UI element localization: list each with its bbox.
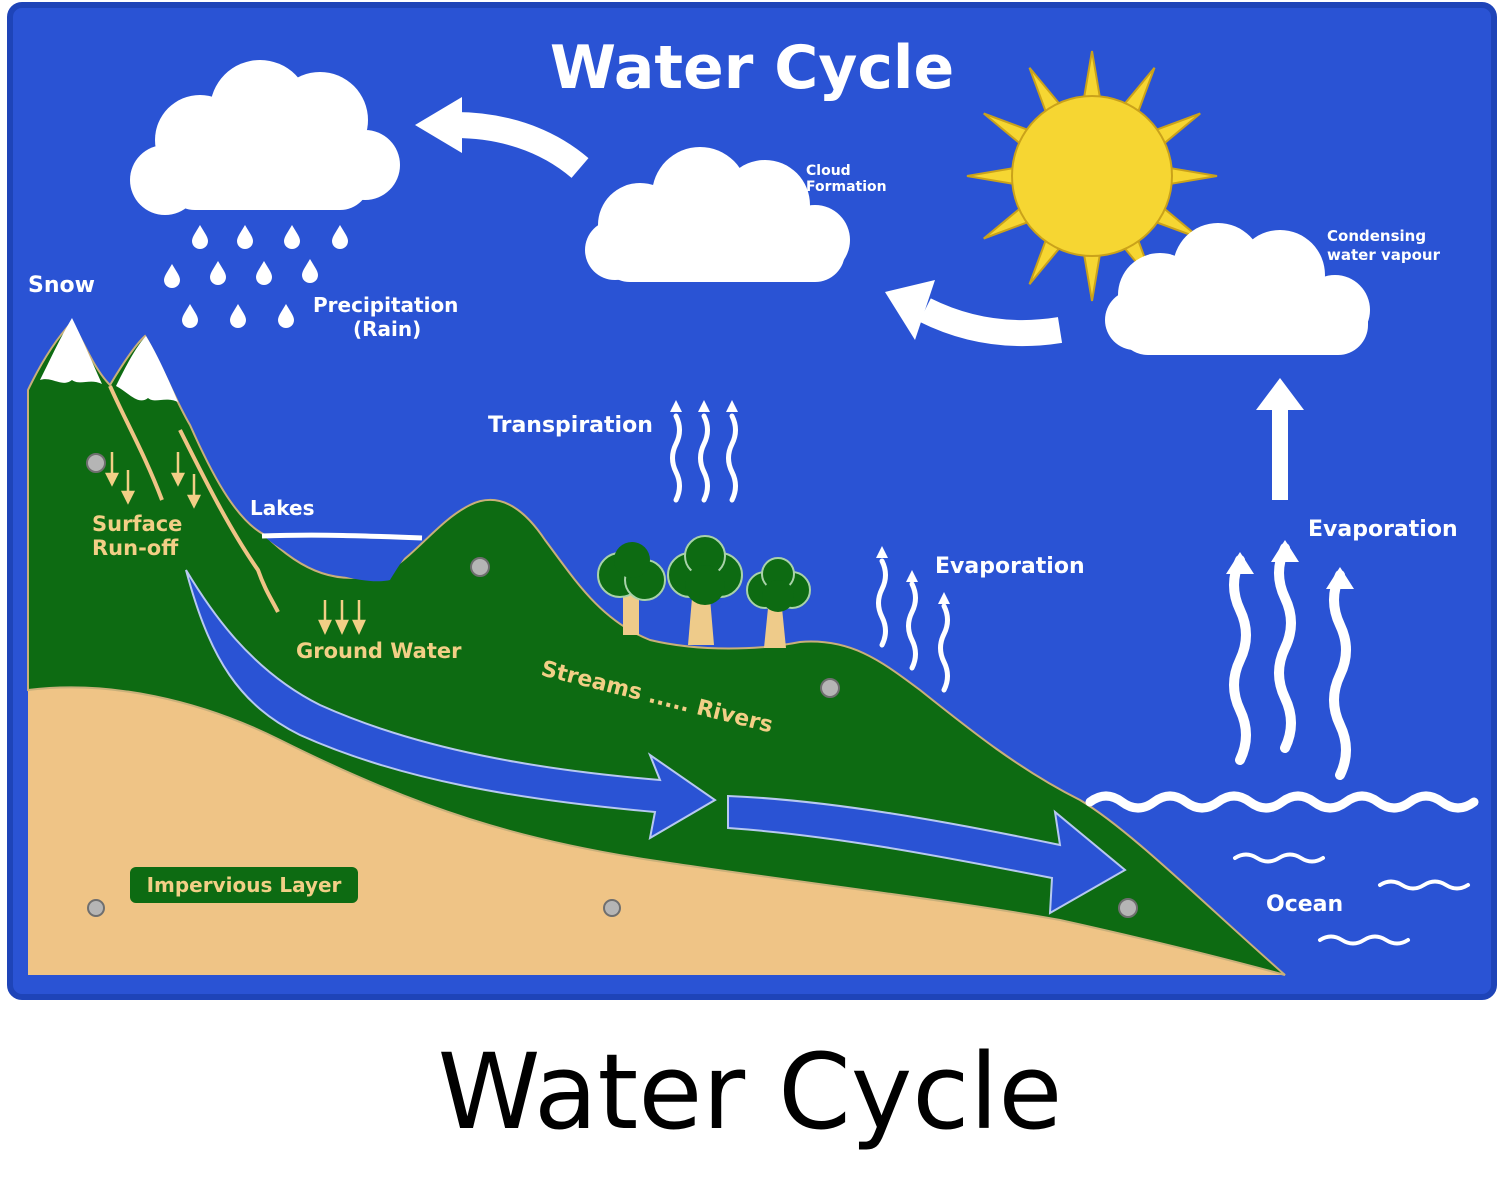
label-impervious-layer: Impervious Layer [147, 873, 342, 897]
label-evaporation-land: Evaporation [935, 554, 1085, 579]
label-snow: Snow [28, 273, 95, 298]
label-condensing-2: water vapour [1327, 246, 1441, 264]
impervious-soil-layer [28, 687, 1285, 975]
label-cloud-formation-2: Formation [806, 179, 887, 195]
label-ground-water: Ground Water [296, 639, 462, 663]
ocean-surface-wave [1085, 791, 1479, 813]
rain-cloud-icon [130, 60, 400, 215]
label-precipitation-rain: (Rain) [353, 317, 421, 341]
label-condensing: Condensing [1327, 227, 1426, 245]
runoff-arrows-icon [104, 452, 202, 509]
bolt-icon [86, 453, 1138, 918]
impervious-layer-badge [130, 867, 358, 903]
snow-cap-icon [40, 318, 102, 384]
water-cycle-diagram: Water Cycle [7, 2, 1497, 1000]
condensation-arrow-icon [885, 280, 1063, 347]
runoff-stream [178, 429, 280, 613]
land-hills [27, 320, 1286, 976]
lake [262, 535, 420, 582]
ground-water-arrows-icon [318, 600, 366, 636]
tree-icon [746, 557, 811, 648]
cloud-movement-arrow-icon [415, 97, 589, 179]
label-surface-runoff-2: Run-off [92, 536, 179, 560]
tree-icon [667, 535, 743, 645]
snow-cap-icon [116, 336, 178, 402]
figure-caption: Water Cycle [437, 1031, 1063, 1153]
label-cloud-formation: Cloud [806, 163, 851, 179]
tree-icon [597, 542, 666, 635]
condensing-cloud-icon [1105, 223, 1370, 355]
ocean-evaporation-arrowheads-icon [1226, 540, 1354, 589]
ocean-evaporation-arrows-icon [1229, 543, 1351, 780]
label-ocean: Ocean [1266, 892, 1343, 917]
sun-icon [966, 50, 1218, 302]
label-precipitation: Precipitation [313, 293, 458, 317]
diagram-title: Water Cycle [550, 33, 954, 103]
lake-surface [261, 532, 423, 541]
label-transpiration: Transpiration [488, 413, 653, 438]
cloud-formation-icon [585, 147, 850, 282]
groundwater-flow-arrow-icon [185, 569, 1127, 915]
label-evaporation-ocean: Evaporation [1308, 517, 1458, 542]
transpiration-arrows-icon [670, 400, 738, 500]
rising-vapour-arrow-icon [1256, 378, 1304, 500]
ocean-waves-icon [1233, 852, 1470, 946]
label-lakes: Lakes [250, 496, 314, 520]
land-evaporation-arrows-icon [876, 546, 950, 690]
label-surface-runoff: Surface [92, 512, 182, 536]
runoff-stream [108, 385, 164, 501]
